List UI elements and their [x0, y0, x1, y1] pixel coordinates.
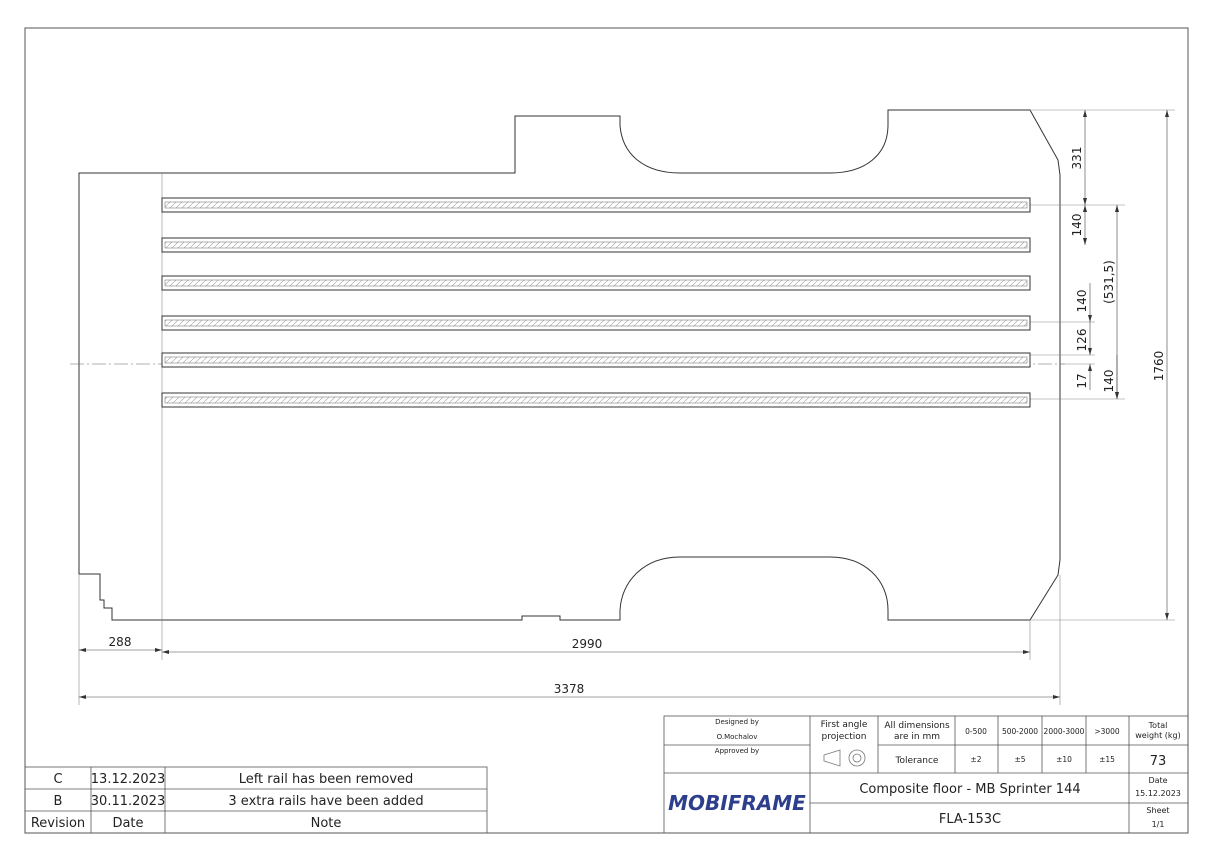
dim-label-288: 288 [109, 635, 132, 649]
range-500-2000: 500-2000 [1002, 727, 1038, 736]
first-angle-projection-icon [823, 749, 866, 767]
dim-label-140-bottom: 140 [1102, 370, 1116, 393]
sheet-number: 1/1 [1152, 820, 1165, 829]
dim-label-3378: 3378 [554, 682, 585, 696]
total-weight-value: 73 [1150, 754, 1167, 769]
drawing-frame [24, 27, 1189, 834]
dim-label-140-top: 140 [1070, 214, 1084, 237]
revision-c-note: Left rail has been removed [239, 772, 414, 787]
tolerance-2000-3000: ±10 [1056, 755, 1072, 764]
projection-line-1: First angle [821, 720, 868, 730]
dim-label-1760: 1760 [1152, 351, 1166, 382]
approved-by-label: Approved by [715, 747, 759, 755]
weight-label-line-1: Total [1148, 721, 1168, 730]
weight-label-line-2: weight (kg) [1135, 731, 1180, 740]
date-label: Date [1148, 776, 1167, 785]
dimensions-note-line-2: are in mm [894, 732, 940, 742]
dimension-140-middle: 140 [1075, 283, 1092, 322]
rail [161, 275, 1031, 291]
dim-label-2990: 2990 [572, 637, 603, 651]
dimension-140-top: 140 [1070, 205, 1087, 245]
issue-date: 15.12.2023 [1135, 789, 1181, 798]
revision-b-id: B [54, 794, 63, 809]
dimension-17: 17 [1075, 364, 1092, 390]
mobiframe-logo: MOBIFRAME [668, 791, 806, 815]
dim-label-17: 17 [1075, 373, 1089, 388]
revision-header: Revision [31, 816, 85, 831]
date-header: Date [112, 816, 143, 831]
tolerance-label: Tolerance [895, 756, 939, 766]
tolerance-over-3000: ±15 [1099, 755, 1115, 764]
floor-outline [78, 109, 1061, 621]
revision-c-date: 13.12.2023 [91, 772, 165, 787]
drawing-title: Composite floor - MB Sprinter 144 [859, 782, 1080, 797]
rail [161, 352, 1031, 368]
dim-label-140-middle: 140 [1075, 290, 1089, 313]
sheet-label: Sheet [1146, 806, 1169, 815]
tolerance-0-500: ±2 [970, 755, 981, 764]
revision-table: C 13.12.2023 Left rail has been removed … [24, 766, 488, 834]
dimension-2990: 2990 [162, 637, 1030, 654]
range-2000-3000: 2000-3000 [1044, 727, 1085, 736]
rail [161, 237, 1031, 253]
dimension-140-bottom: 140 [1102, 355, 1119, 399]
dim-label-126: 126 [1075, 329, 1089, 352]
designed-by-label: Designed by [715, 718, 759, 726]
tolerance-500-2000: ±5 [1014, 755, 1025, 764]
dimensions-note-line-1: All dimensions [884, 721, 950, 731]
dimension-288: 288 [79, 635, 162, 652]
range-over-3000: >3000 [1094, 727, 1120, 736]
revision-c-id: C [53, 772, 62, 787]
dimension-331: 331 [1070, 110, 1087, 205]
rail [161, 392, 1031, 408]
drawing-number: FLA-153C [939, 812, 1001, 827]
dimension-1760: 1760 [1152, 110, 1169, 620]
designer-name: O.Mochalov [717, 733, 758, 741]
dimension-3378: 3378 [79, 682, 1060, 699]
rails-group [161, 197, 1031, 408]
rail [161, 197, 1031, 213]
revision-b-note: 3 extra rails have been added [228, 794, 423, 809]
revision-b-date: 30.11.2023 [91, 794, 165, 809]
dimension-126: 126 [1075, 322, 1092, 355]
range-0-500: 0-500 [965, 727, 987, 736]
dim-label-331: 331 [1070, 147, 1084, 170]
note-header: Note [311, 816, 342, 831]
projection-line-2: projection [822, 732, 867, 742]
dim-label-531: (531,5) [1102, 260, 1116, 304]
rail [161, 315, 1031, 331]
title-block: Designed by O.Mochalov Approved by First… [663, 715, 1189, 834]
